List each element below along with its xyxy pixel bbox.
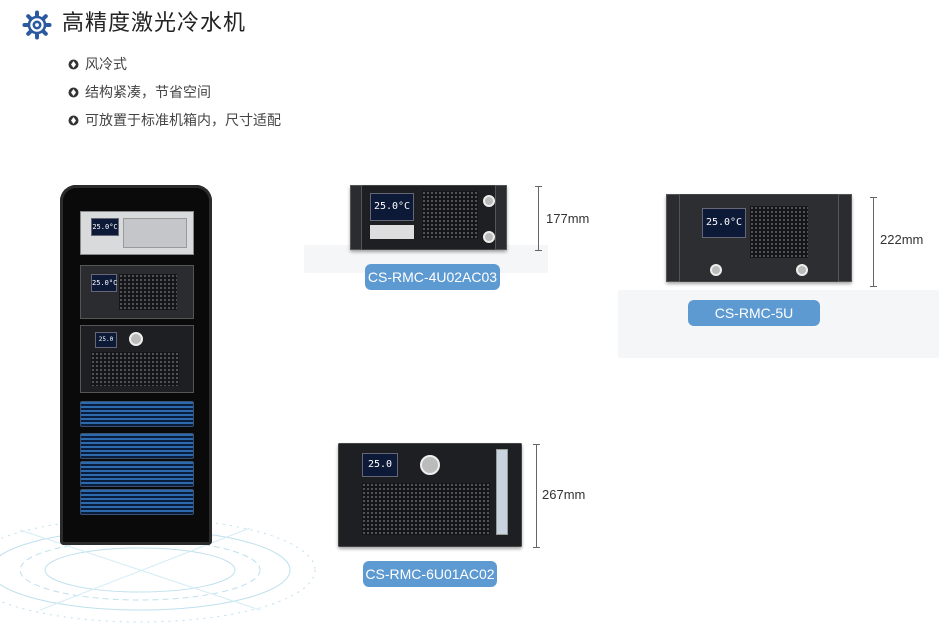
mini-display: 25.0°C xyxy=(91,218,119,236)
feature-list: 风冷式 结构紧凑，节省空间 可放置于标准机箱内，尺寸适配 xyxy=(68,50,281,134)
rack-unit: 25.0 xyxy=(80,325,194,393)
page-title: 高精度激光冷水机 xyxy=(62,11,247,36)
rack-blue-module xyxy=(80,433,194,459)
feature-item: 风冷式 xyxy=(68,50,281,78)
rack-unit: 25.0°C xyxy=(80,211,194,255)
temperature-display: 25.0°C xyxy=(370,193,414,221)
feature-text: 可放置于标准机箱内，尺寸适配 xyxy=(85,113,281,129)
bullet-icon xyxy=(68,87,79,97)
rack-cabinet-image: 25.0°C 25.0°C 25.0 xyxy=(60,185,212,545)
bullet-icon xyxy=(68,115,79,125)
height-dimension-line xyxy=(533,444,540,548)
feature-item: 结构紧凑，节省空间 xyxy=(68,78,281,106)
mini-display: 25.0°C xyxy=(91,274,117,292)
height-dimension-label: 222mm xyxy=(880,232,924,247)
height-dimension-line xyxy=(870,197,877,287)
rack-unit: 25.0°C xyxy=(80,265,194,319)
model-label: CS-RMC-6U01AC02 xyxy=(363,561,497,587)
feature-text: 结构紧凑，节省空间 xyxy=(85,85,211,101)
bullet-icon xyxy=(68,59,79,69)
height-dimension-label: 267mm xyxy=(542,487,586,502)
model-label: CS-RMC-5U xyxy=(688,300,820,326)
temperature-display: 25.0 xyxy=(362,453,398,477)
rack-blue-module xyxy=(80,401,194,427)
feature-item: 可放置于标准机箱内，尺寸适配 xyxy=(68,106,281,134)
height-dimension-line xyxy=(535,186,542,251)
feature-text: 风冷式 xyxy=(85,57,127,73)
height-dimension-label: 177mm xyxy=(546,211,590,226)
gear-icon xyxy=(22,10,52,40)
chiller-6u-image: 25.0 xyxy=(338,443,522,547)
mini-display: 25.0 xyxy=(95,332,117,348)
model-label: CS-RMC-4U02AC03 xyxy=(365,264,500,290)
rack-blue-module xyxy=(80,489,194,515)
chiller-4u-image: 25.0°C xyxy=(350,185,507,250)
rack-blue-module xyxy=(80,461,194,487)
chiller-5u-image: 25.0°C xyxy=(666,194,852,282)
temperature-display: 25.0°C xyxy=(702,208,746,238)
